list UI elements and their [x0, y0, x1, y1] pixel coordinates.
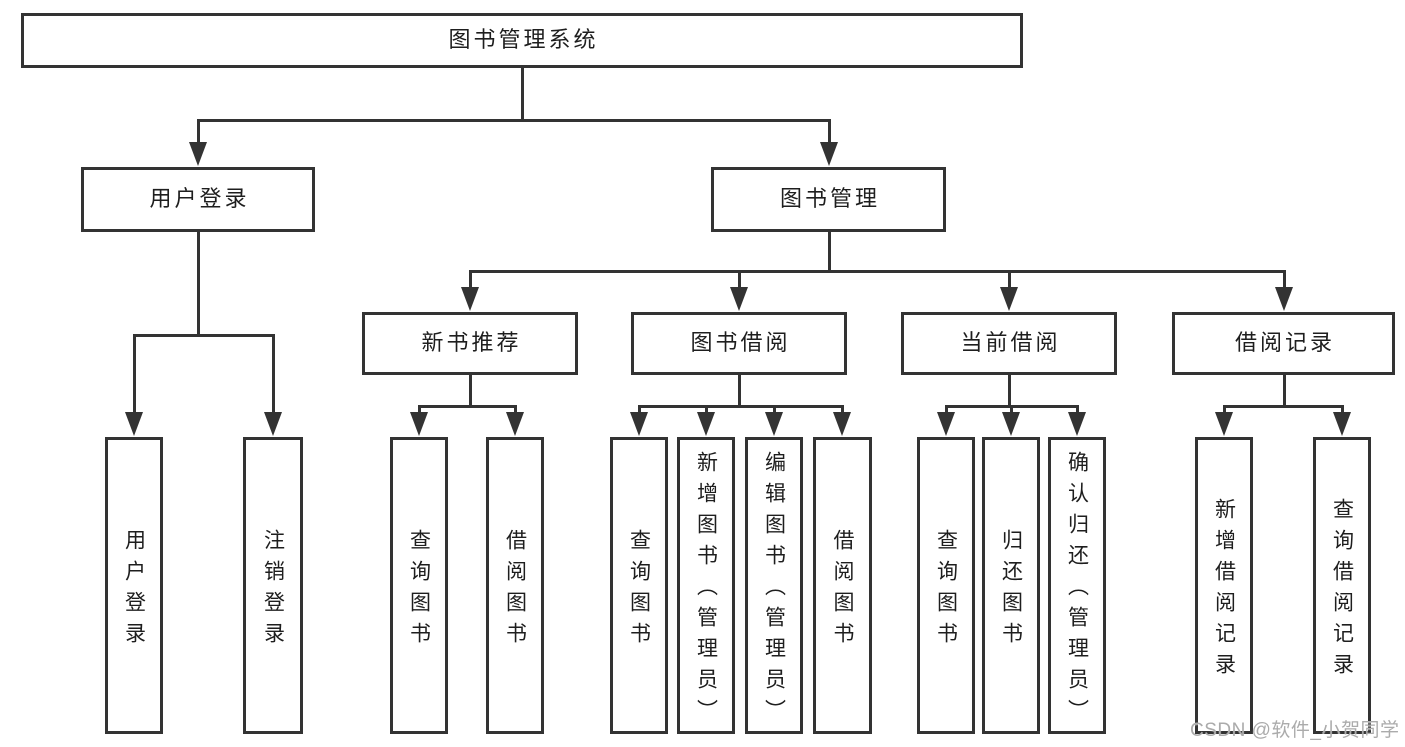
leaf-query-books: 查询图书: [610, 437, 668, 734]
arrow-down-icon: [630, 412, 648, 436]
arrow-down-icon: [730, 287, 748, 311]
arrow-down-icon: [410, 412, 428, 436]
leaf-query-books: 查询图书: [390, 437, 448, 734]
connector-line: [417, 404, 517, 408]
connector-line: [1075, 405, 1079, 415]
arrow-down-icon: [1215, 412, 1233, 436]
connector-line: [271, 334, 275, 415]
node-user-login: 用户登录: [81, 167, 315, 232]
connector-line: [1007, 270, 1011, 290]
connector-line: [827, 119, 831, 145]
arrow-down-icon: [820, 142, 838, 166]
connector-line: [513, 405, 517, 415]
connector-line: [827, 232, 831, 272]
arrow-down-icon: [1000, 287, 1018, 311]
leaf-label: 借阅图书: [503, 528, 527, 653]
connector-line: [704, 405, 708, 415]
arrow-down-icon: [937, 412, 955, 436]
connector-line: [1222, 404, 1344, 408]
connector-line: [468, 269, 1286, 273]
arrow-down-icon: [189, 142, 207, 166]
arrow-down-icon: [1002, 412, 1020, 436]
arrow-down-icon: [264, 412, 282, 436]
leaf-label: 新增借阅记录: [1212, 497, 1236, 684]
leaf-logout: 注销登录: [243, 437, 303, 734]
node-label: 新书推荐: [421, 330, 522, 356]
leaf-query-books: 查询图书: [917, 437, 975, 734]
connector-line: [132, 333, 275, 337]
arrow-down-icon: [765, 412, 783, 436]
connector-line: [944, 405, 948, 415]
connector-line: [1222, 405, 1226, 415]
leaf-label: 编辑图书（管理员）: [762, 451, 786, 730]
leaf-borrow-books: 借阅图书: [813, 437, 872, 734]
leaf-label: 查询借阅记录: [1330, 497, 1354, 684]
node-book-borrowing: 图书借阅: [631, 312, 847, 375]
leaf-add-borrow-record: 新增借阅记录: [1195, 437, 1253, 734]
arrow-down-icon: [506, 412, 524, 436]
connector-line: [944, 404, 1079, 408]
node-label: 图书管理: [779, 186, 880, 212]
connector-line: [840, 405, 844, 415]
connector-line: [468, 375, 472, 407]
arrow-down-icon: [125, 412, 143, 436]
connector-line: [468, 270, 472, 290]
leaf-label: 归还图书: [999, 528, 1023, 653]
connector-line: [132, 334, 136, 415]
arrow-down-icon: [697, 412, 715, 436]
leaf-label: 用户登录: [122, 528, 146, 653]
connector-line: [1007, 375, 1011, 407]
node-label: 图书借阅: [690, 330, 791, 356]
connector-line: [1009, 405, 1013, 415]
connector-line: [196, 118, 831, 122]
leaf-label: 查询图书: [934, 528, 958, 653]
arrow-down-icon: [1068, 412, 1086, 436]
leaf-label: 注销登录: [261, 528, 285, 653]
leaf-edit-books-admin: 编辑图书（管理员）: [745, 437, 803, 734]
leaf-add-books-admin: 新增图书（管理员）: [677, 437, 735, 734]
node-label: 图书管理系统: [448, 27, 599, 53]
leaf-query-borrow-record: 查询借阅记录: [1313, 437, 1371, 734]
leaf-user-login: 用户登录: [105, 437, 163, 734]
node-new-book-recommendation: 新书推荐: [362, 312, 578, 375]
leaf-confirm-return-admin: 确认归还（管理员）: [1048, 437, 1106, 734]
leaf-label: 新增图书（管理员）: [694, 451, 718, 730]
arrow-down-icon: [1275, 287, 1293, 311]
leaf-label: 查询图书: [407, 528, 431, 653]
node-borrowing-records: 借阅记录: [1172, 312, 1395, 375]
connector-line: [637, 404, 844, 408]
leaf-label: 确认归还（管理员）: [1065, 451, 1089, 730]
arrow-down-icon: [461, 287, 479, 311]
node-label: 当前借阅: [960, 330, 1061, 356]
connector-line: [196, 232, 200, 336]
connector-line: [637, 405, 641, 415]
leaf-label: 借阅图书: [831, 528, 854, 653]
connector-line: [1282, 270, 1286, 290]
connector-line: [1340, 405, 1344, 415]
connector-line: [772, 405, 776, 415]
node-root: 图书管理系统: [21, 13, 1023, 68]
connector-line: [1282, 375, 1286, 407]
watermark: CSDN @软件_小贺同学: [1190, 720, 1400, 741]
connector-line: [520, 68, 524, 121]
connector-line: [737, 375, 741, 407]
node-current-borrowing: 当前借阅: [901, 312, 1117, 375]
arrow-down-icon: [1333, 412, 1351, 436]
connector-line: [196, 119, 200, 145]
leaf-return-books: 归还图书: [982, 437, 1040, 734]
arrow-down-icon: [833, 412, 851, 436]
connector-line: [417, 405, 421, 415]
node-label: 借阅记录: [1234, 330, 1335, 356]
leaf-borrow-books: 借阅图书: [486, 437, 544, 734]
leaf-label: 查询图书: [627, 528, 651, 653]
connector-line: [737, 270, 741, 290]
node-book-management: 图书管理: [711, 167, 946, 232]
node-label: 用户登录: [149, 186, 250, 212]
